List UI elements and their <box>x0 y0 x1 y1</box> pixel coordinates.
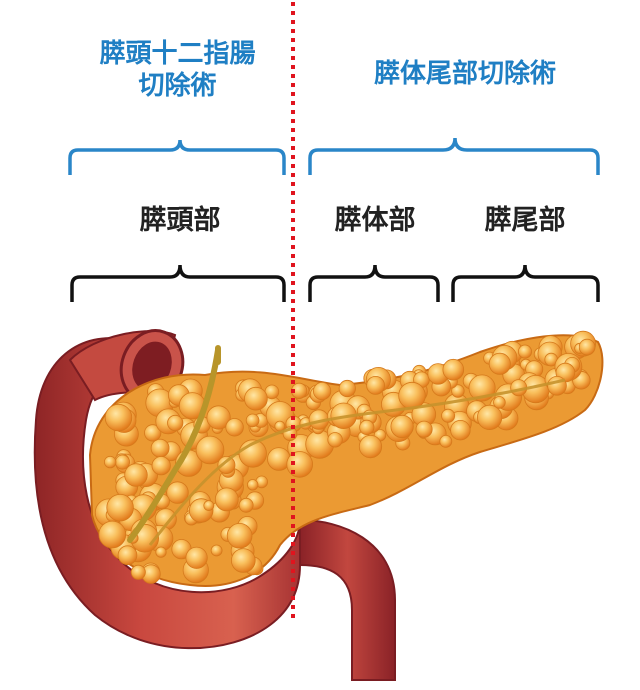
brace-left-surgery <box>68 139 286 175</box>
lobule <box>217 455 236 474</box>
pancreatic-duct <box>148 378 566 546</box>
lobule <box>476 404 503 430</box>
lobule <box>390 414 414 439</box>
lobule <box>578 338 596 356</box>
brace-body <box>308 264 440 302</box>
surgery-label-pancreaticoduodenectomy: 膵頭十二指腸 切除術 <box>60 38 295 102</box>
lobule <box>359 419 375 435</box>
lobule <box>98 520 127 549</box>
lobule <box>225 418 244 437</box>
brace-head <box>70 264 286 302</box>
lobule <box>415 420 433 438</box>
lobule <box>104 403 133 432</box>
lobule <box>124 463 148 487</box>
lobule <box>195 435 225 465</box>
lobule <box>203 500 215 512</box>
lobule <box>518 344 533 359</box>
lobule <box>151 456 171 476</box>
lobule <box>103 455 117 469</box>
lobule <box>166 481 189 504</box>
lobule <box>150 438 170 458</box>
part-label-head: 膵頭部 <box>139 205 221 236</box>
lobule <box>439 434 453 448</box>
surgery-label-distal-pancreatectomy: 膵体尾部切除術 <box>373 59 556 89</box>
surgery-label-left-line1: 膵頭十二指腸 <box>99 39 256 69</box>
lobule <box>450 420 471 441</box>
lobule <box>493 396 506 409</box>
bile-duct <box>127 347 221 543</box>
lobule <box>238 497 254 513</box>
lobule <box>312 381 332 401</box>
lobule <box>214 487 239 512</box>
lobule <box>130 564 146 580</box>
lobule <box>451 384 465 398</box>
lobule <box>167 414 184 432</box>
lobule <box>246 479 259 491</box>
lobule <box>144 424 162 442</box>
lobule <box>210 544 223 557</box>
lobule <box>398 381 426 410</box>
lobule <box>117 545 138 565</box>
lobule <box>231 548 256 573</box>
lobule <box>244 386 268 411</box>
lobule <box>245 413 260 428</box>
lobule <box>106 494 134 522</box>
part-label-tail: 膵尾部 <box>484 205 566 236</box>
surgery-label-left-line2: 切除術 <box>138 71 217 101</box>
part-label-body: 膵体部 <box>334 205 416 236</box>
lobule <box>226 522 253 549</box>
lobule <box>338 379 356 398</box>
lobule <box>274 420 286 432</box>
duodenum <box>33 337 301 650</box>
lobule <box>488 352 511 375</box>
lobule <box>442 358 465 381</box>
brace-tail <box>451 264 600 302</box>
lobule <box>286 451 314 478</box>
lobule <box>358 434 383 459</box>
pancreas-lobules <box>94 330 596 584</box>
lobule <box>441 408 456 423</box>
vessel <box>299 518 396 681</box>
lobule <box>366 375 386 395</box>
lobule <box>206 405 231 430</box>
lobule <box>155 546 167 558</box>
brace-right-surgery <box>308 137 600 175</box>
lobule <box>185 546 208 569</box>
lobule <box>327 432 343 448</box>
